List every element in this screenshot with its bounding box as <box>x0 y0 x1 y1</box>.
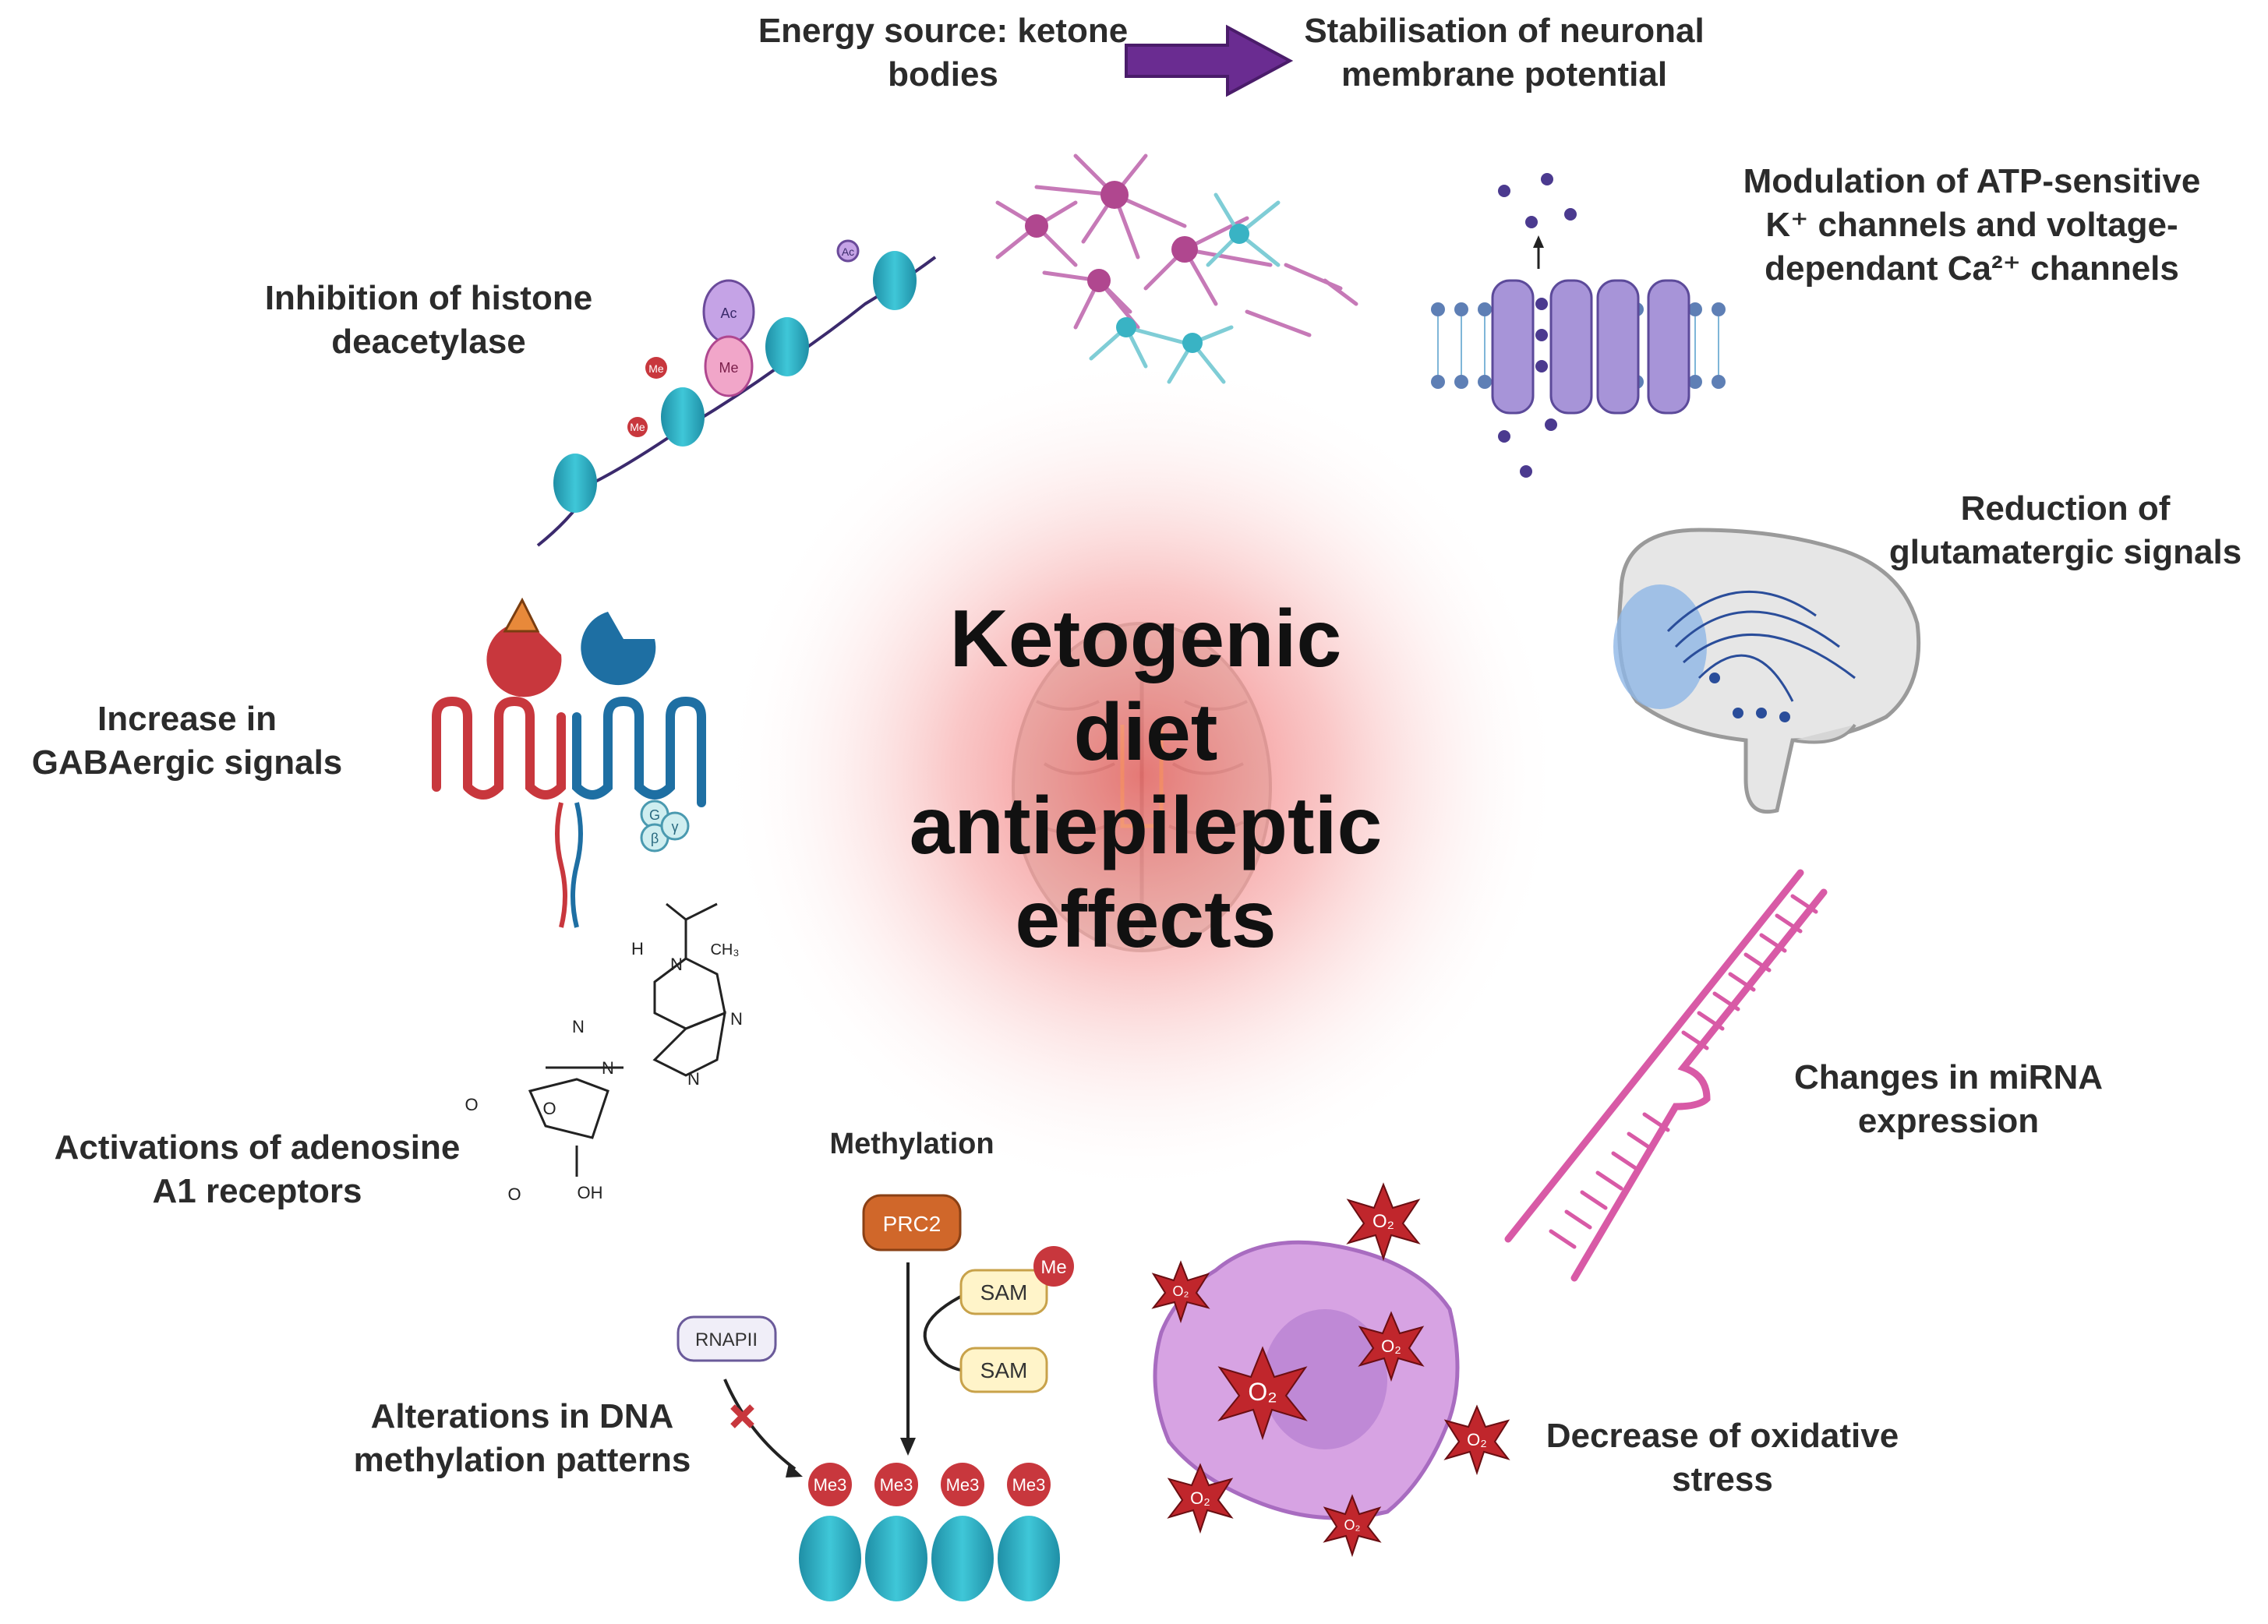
ros-label-3: O₂ <box>1248 1378 1277 1406</box>
label-adenosine: Activations of adenosine A1 receptors <box>23 1126 491 1213</box>
chromatin-histone-icon <box>536 239 937 547</box>
adenosine-oh: OH <box>578 1183 603 1202</box>
brain-silhouette-icon <box>1012 622 1272 952</box>
center-title-line-2: diet <box>1073 687 1218 778</box>
center-title-line-4: effects <box>1015 874 1277 965</box>
gaba-subunit-g: G <box>649 807 660 823</box>
label-stabilisation-line-1: Stabilisation of neuronal <box>1304 12 1705 50</box>
histone-me-label-2: Me <box>648 362 664 375</box>
label-atp-channels-line-2: K⁺ channels and voltage- <box>1765 206 2178 244</box>
reactive-oxygen-icons <box>1151 1182 1510 1558</box>
label-adenosine-line-1: Activations of adenosine <box>54 1128 461 1167</box>
adenosine-n3: N <box>602 1058 614 1078</box>
mirna-hairpin-icon <box>1504 869 1828 1282</box>
label-atp-channels: Modulation of ATP-sensitive K⁺ channels … <box>1707 160 2237 291</box>
ros-label-7: O₂ <box>1344 1517 1361 1533</box>
adenosine-n4: N <box>687 1069 700 1089</box>
histone-me-label-3: Me <box>630 421 645 433</box>
ros-label-1: O₂ <box>1372 1211 1394 1232</box>
histone-me-label-1: Me <box>719 360 738 376</box>
adenosine-n1: N <box>572 1017 585 1036</box>
center-title-line-3: antiepileptic <box>909 781 1383 871</box>
adenosine-n-amine: N <box>670 955 683 974</box>
adenosine-o-bottom: O <box>507 1184 521 1204</box>
label-dna-methylation-line-1: Alterations in DNA <box>370 1397 674 1435</box>
label-stabilisation-line-2: membrane potential <box>1341 55 1668 94</box>
ros-label-5: O₂ <box>1467 1430 1487 1449</box>
label-energy-source-line-2: bodies <box>888 55 998 94</box>
label-histone: Inhibition of histone deacetylase <box>226 277 631 364</box>
ros-label-2: O₂ <box>1173 1283 1189 1299</box>
gaba-receptor-icon <box>432 597 706 928</box>
label-glutamatergic: Reduction of glutamatergic signals <box>1863 487 2268 574</box>
adenosine-o-ring: O <box>542 1099 556 1118</box>
brain-sagittal-icon <box>1613 528 1921 814</box>
label-oxidative-line-2: stress <box>1672 1460 1773 1499</box>
ros-label-4: O₂ <box>1381 1336 1401 1356</box>
label-methylation: Methylation <box>829 1128 994 1160</box>
label-dna-methylation-line-2: methylation patterns <box>353 1441 691 1479</box>
center-glow <box>721 355 1563 1196</box>
label-oxidative-line-1: Decrease of oxidative <box>1546 1417 1899 1455</box>
sam-bottom-label: SAM <box>980 1358 1028 1382</box>
label-gaba-line-1: Increase in <box>97 700 277 738</box>
me3-label-4: Me3 <box>1012 1475 1046 1495</box>
adenosine-ch3: CH₃ <box>710 941 739 959</box>
label-mirna-line-1: Changes in miRNA <box>1793 1058 2104 1096</box>
label-oxidative: Decrease of oxidative stress <box>1512 1414 1933 1502</box>
label-energy-source-line-1: Energy source: ketone <box>758 12 1129 50</box>
neurons-illustration-icon <box>995 154 1358 384</box>
label-energy-source: Energy source: ketone bodies <box>733 9 1153 97</box>
me3-label-2: Me3 <box>880 1475 913 1495</box>
methylation-diagram <box>677 1194 1074 1601</box>
label-histone-line-1: Inhibition of histone <box>264 279 593 317</box>
label-mirna: Changes in miRNA expression <box>1730 1056 2167 1143</box>
label-stabilisation: Stabilisation of neuronal membrane poten… <box>1278 9 1730 97</box>
sam-top-label: SAM <box>980 1280 1028 1304</box>
ion-channel-membrane-icon <box>1431 173 1726 478</box>
label-glutamatergic-line-2: glutamatergic signals <box>1888 533 2242 571</box>
gaba-subunit-y: γ <box>672 819 679 835</box>
adenosine-o-side: O <box>465 1095 478 1114</box>
inline-labels: PRC2 SAM Me SAM RNAPII Me3 Me3 Me3 Me3 H… <box>465 245 1486 1533</box>
label-adenosine-line-2: A1 receptors <box>152 1172 362 1210</box>
center-title-line-1: Ketogenic <box>949 594 1342 684</box>
label-mirna-line-2: expression <box>1857 1102 2040 1140</box>
label-histone-line-2: deacetylase <box>331 323 526 361</box>
histone-ac-label-2: Ac <box>842 245 854 258</box>
adenosine-structure-icon <box>528 902 726 1177</box>
adenosine-n2: N <box>730 1009 743 1029</box>
histone-ac-label-1: Ac <box>720 305 737 321</box>
rnapii-label: RNAPII <box>695 1329 758 1350</box>
me3-label-3: Me3 <box>946 1475 980 1495</box>
label-dna-methylation: Alterations in DNA methylation patterns <box>312 1395 733 1482</box>
label-atp-channels-line-3: dependant Ca²⁺ channels <box>1765 249 2179 288</box>
label-atp-channels-line-1: Modulation of ATP-sensitive <box>1743 162 2201 200</box>
me-label: Me <box>1040 1257 1066 1278</box>
gaba-subunit-b: β <box>651 831 659 846</box>
right-arrow-icon <box>1125 24 1294 97</box>
label-gaba-line-2: GABAergic signals <box>31 743 343 782</box>
center-title: Ketogenic diet antiepileptic effects <box>834 592 1457 966</box>
label-glutamatergic-line-1: Reduction of <box>1960 489 2171 528</box>
adenosine-h: H <box>631 939 644 959</box>
ros-label-6: O₂ <box>1190 1488 1210 1508</box>
me3-label-1: Me3 <box>814 1475 847 1495</box>
prc2-label: PRC2 <box>883 1212 941 1236</box>
label-gaba: Increase in GABAergic signals <box>8 697 366 785</box>
